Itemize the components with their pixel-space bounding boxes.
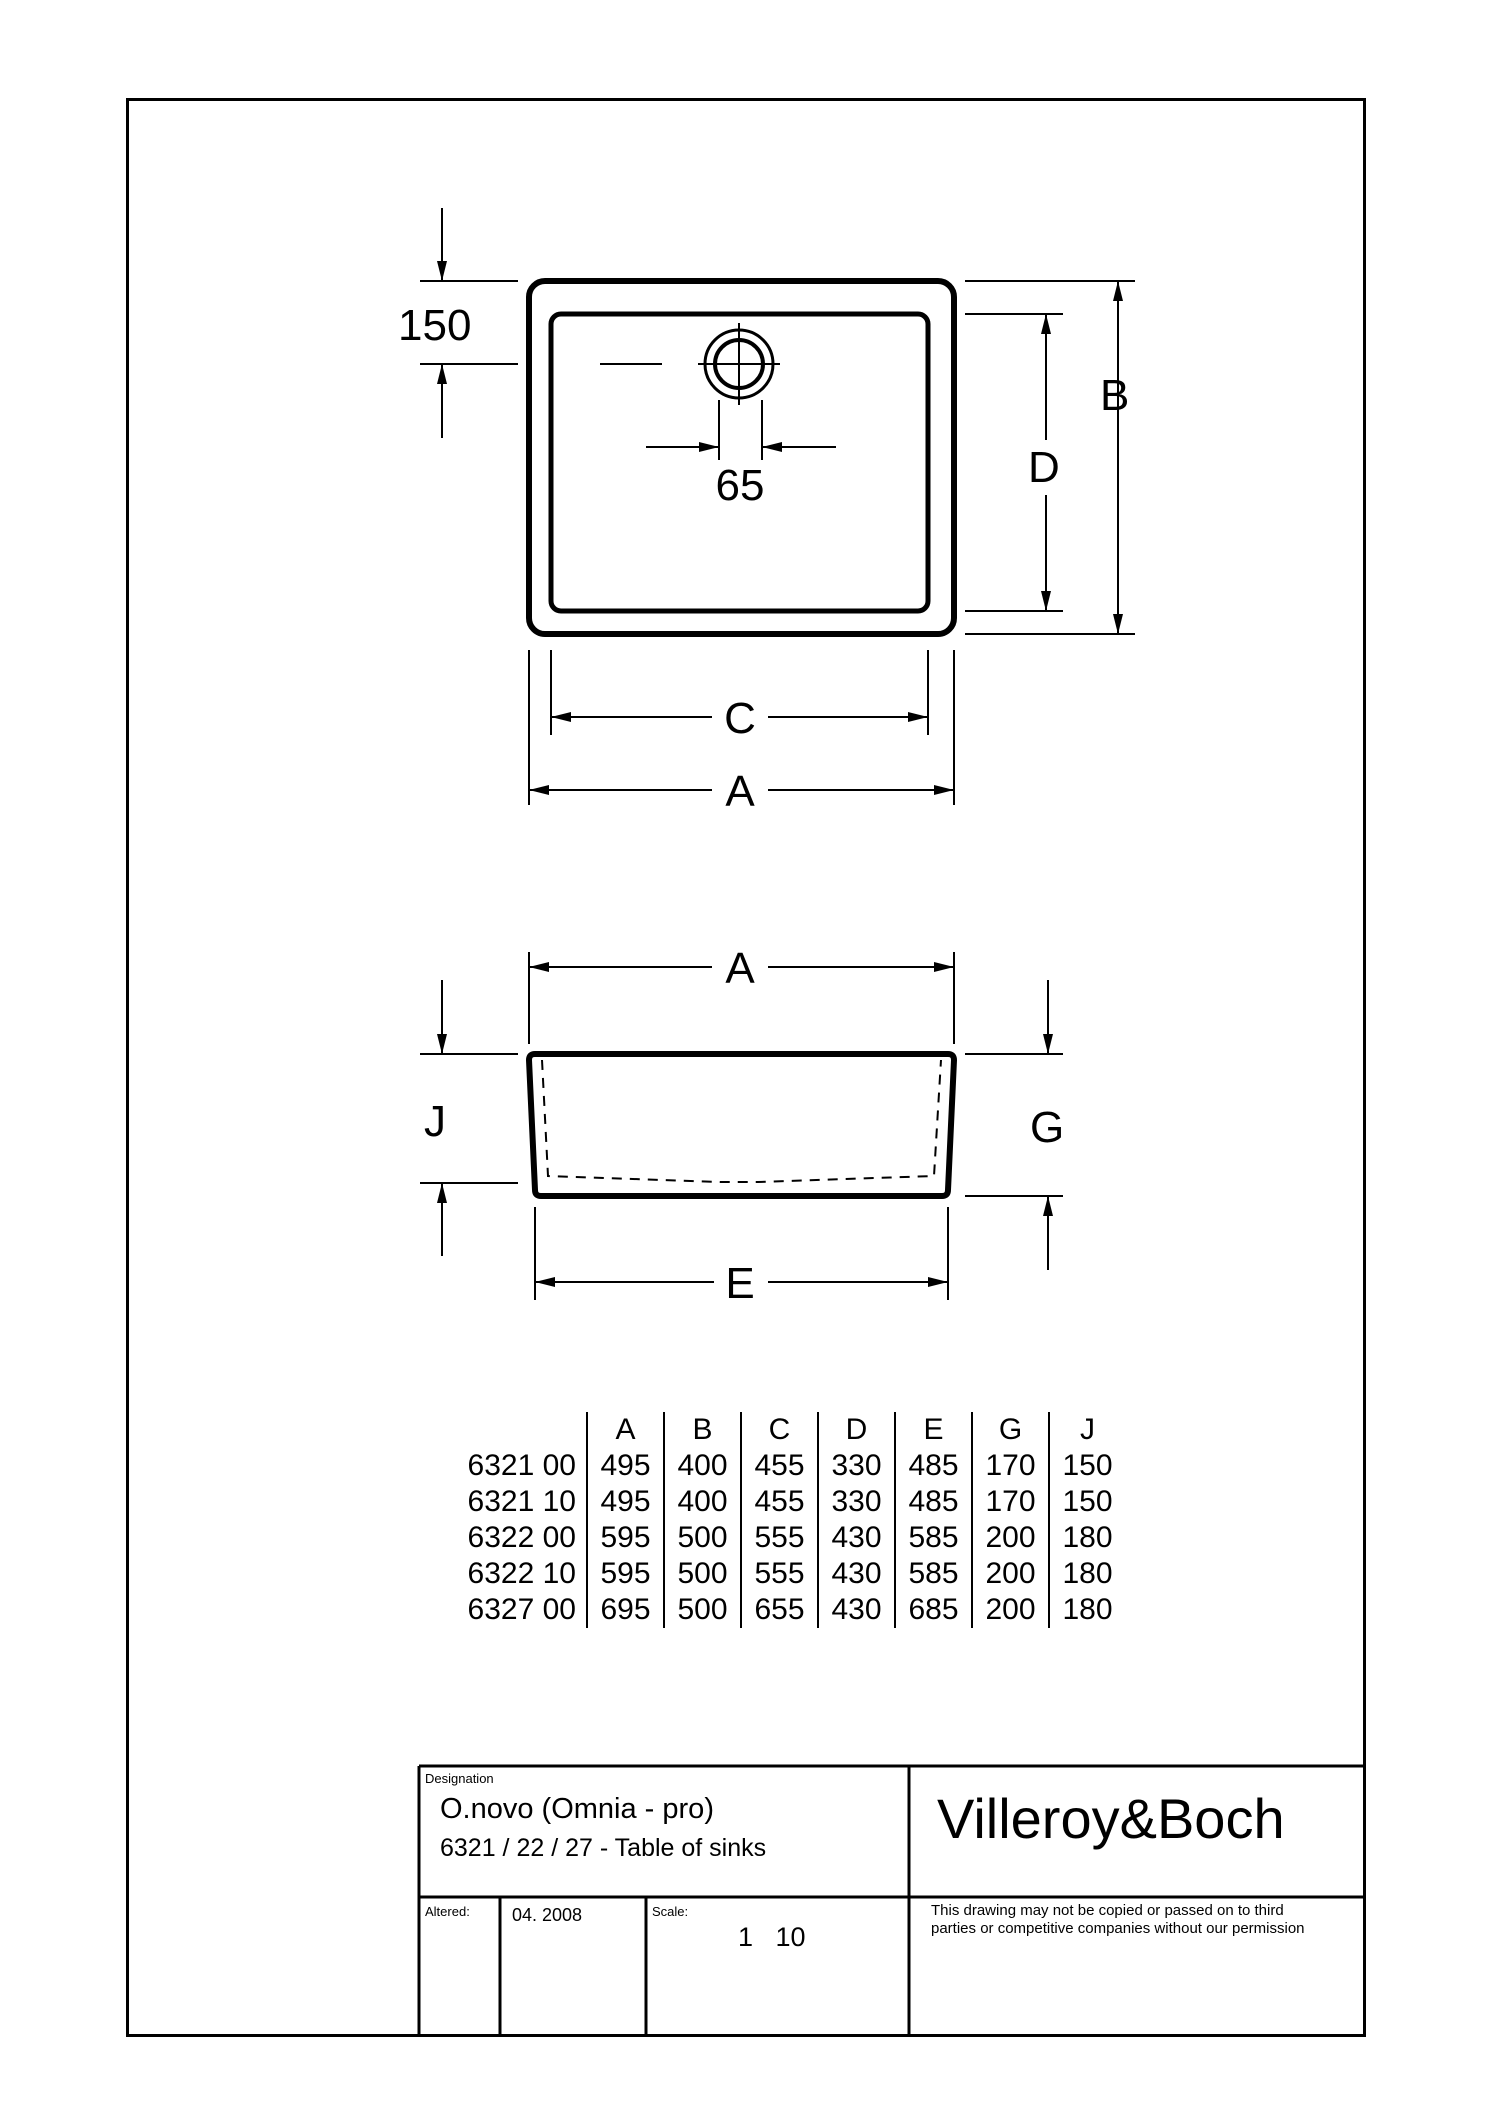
table-cell-code: 6327 00 xyxy=(467,1593,576,1626)
table-cell: 200 xyxy=(971,1520,1049,1556)
table-row: 6321 10 495 400 455 330 485 170 150 xyxy=(436,1484,1125,1520)
table-cell: 500 xyxy=(663,1520,741,1556)
drawing-title: O.novo (Omnia - pro) xyxy=(440,1793,714,1825)
brand-logo: Villeroy&Boch xyxy=(937,1787,1285,1850)
dim-A-side-label: A xyxy=(725,944,755,993)
table-cell: 430 xyxy=(817,1592,895,1628)
table-cell: 400 xyxy=(663,1484,741,1520)
table-cell: 585 xyxy=(894,1556,972,1592)
table-header-C: C xyxy=(740,1412,818,1448)
dimension-G xyxy=(965,980,1063,1270)
table-cell: 170 xyxy=(971,1484,1049,1520)
dim-D-label: D xyxy=(1028,443,1060,492)
dimension-C xyxy=(550,650,929,735)
table-cell: 485 xyxy=(894,1448,972,1484)
table-cell-code: 6322 00 xyxy=(467,1521,576,1554)
table-cell: 655 xyxy=(740,1592,818,1628)
table-cell: 150 xyxy=(1048,1484,1125,1520)
dim-J-label: J xyxy=(424,1097,446,1146)
side-view xyxy=(420,952,1063,1300)
dimension-table: A B C D E G J 6321 00 495 400 455 330 48… xyxy=(436,1412,1125,1628)
table-cell: 500 xyxy=(663,1556,741,1592)
table-cell: 555 xyxy=(740,1520,818,1556)
drawing-frame xyxy=(126,98,1366,2037)
dimension-150 xyxy=(420,208,518,438)
altered-label: Altered: xyxy=(425,1904,470,1919)
dim-B-label: B xyxy=(1100,371,1130,420)
table-row: 6327 00 695 500 655 430 685 200 180 xyxy=(436,1592,1125,1628)
table-cell-code: 6322 10 xyxy=(467,1557,576,1590)
dimension-E xyxy=(534,1207,949,1300)
table-header-B: B xyxy=(663,1412,741,1448)
table-cell: 180 xyxy=(1048,1592,1125,1628)
table-cell: 455 xyxy=(740,1484,818,1520)
scale-label: Scale: xyxy=(652,1904,689,1919)
table-row: 6322 10 595 500 555 430 585 200 180 xyxy=(436,1556,1125,1592)
table-row: 6321 00 495 400 455 330 485 170 150 xyxy=(436,1448,1125,1484)
table-header-code xyxy=(436,1412,587,1448)
table-header-D: D xyxy=(817,1412,895,1448)
table-cell-code: 6321 00 xyxy=(467,1449,576,1482)
top-view xyxy=(420,208,1135,805)
table-header-A: A xyxy=(586,1412,664,1448)
table-cell: 150 xyxy=(1048,1448,1125,1484)
table-cell: 170 xyxy=(971,1448,1049,1484)
copyright-notice-line-2: parties or competitive companies without… xyxy=(931,1920,1305,1937)
dimension-A-top xyxy=(528,650,955,805)
altered-value: 04. 2008 xyxy=(512,1905,583,1925)
table-cell: 455 xyxy=(740,1448,818,1484)
dimension-65 xyxy=(646,400,836,460)
hidden-basin-line xyxy=(541,1059,942,1183)
table-cell: 330 xyxy=(817,1448,895,1484)
table-cell: 555 xyxy=(740,1556,818,1592)
table-cell: 200 xyxy=(971,1556,1049,1592)
dimension-D xyxy=(965,313,1063,612)
drain-symbol xyxy=(698,323,780,405)
dim-C-label: C xyxy=(724,694,756,743)
designation-label: Designation xyxy=(425,1771,494,1786)
table-cell-code: 6321 10 xyxy=(467,1485,576,1518)
sink-outer-rim xyxy=(526,278,957,637)
copyright-notice-line-1: This drawing may not be copied or passed… xyxy=(931,1902,1284,1919)
drawing-subtitle: 6321 / 22 / 27 - Table of sinks xyxy=(440,1834,767,1862)
table-cell: 585 xyxy=(894,1520,972,1556)
table-cell: 695 xyxy=(586,1592,664,1628)
table-cell: 500 xyxy=(663,1592,741,1628)
dimension-A-side xyxy=(528,952,955,1044)
table-cell: 430 xyxy=(817,1520,895,1556)
scale-value: 1 10 xyxy=(738,1922,806,1952)
table-cell: 595 xyxy=(586,1520,664,1556)
table-cell: 400 xyxy=(663,1448,741,1484)
sink-side-profile xyxy=(525,1051,958,1199)
table-cell: 495 xyxy=(586,1484,664,1520)
sink-inner-basin xyxy=(548,311,931,614)
dim-A-top-label: A xyxy=(725,767,755,816)
table-cell: 485 xyxy=(894,1484,972,1520)
table-cell: 200 xyxy=(971,1592,1049,1628)
table-cell: 495 xyxy=(586,1448,664,1484)
table-cell: 330 xyxy=(817,1484,895,1520)
table-cell: 430 xyxy=(817,1556,895,1592)
table-header-row: A B C D E G J xyxy=(436,1412,1125,1448)
dim-G-label: G xyxy=(1030,1103,1065,1152)
dimension-J xyxy=(420,980,518,1256)
table-row: 6322 00 595 500 555 430 585 200 180 xyxy=(436,1520,1125,1556)
table-cell: 180 xyxy=(1048,1556,1125,1592)
table-cell: 595 xyxy=(586,1556,664,1592)
table-header-J: J xyxy=(1048,1412,1125,1448)
dim-150-label: 150 xyxy=(398,301,472,350)
title-block-lines xyxy=(417,1764,1366,2037)
dim-65-label: 65 xyxy=(715,461,765,510)
dimension-B xyxy=(965,280,1135,635)
table-header-E: E xyxy=(894,1412,972,1448)
table-header-G: G xyxy=(971,1412,1049,1448)
table-cell: 180 xyxy=(1048,1520,1125,1556)
dim-E-label: E xyxy=(725,1259,755,1308)
table-cell: 685 xyxy=(894,1592,972,1628)
